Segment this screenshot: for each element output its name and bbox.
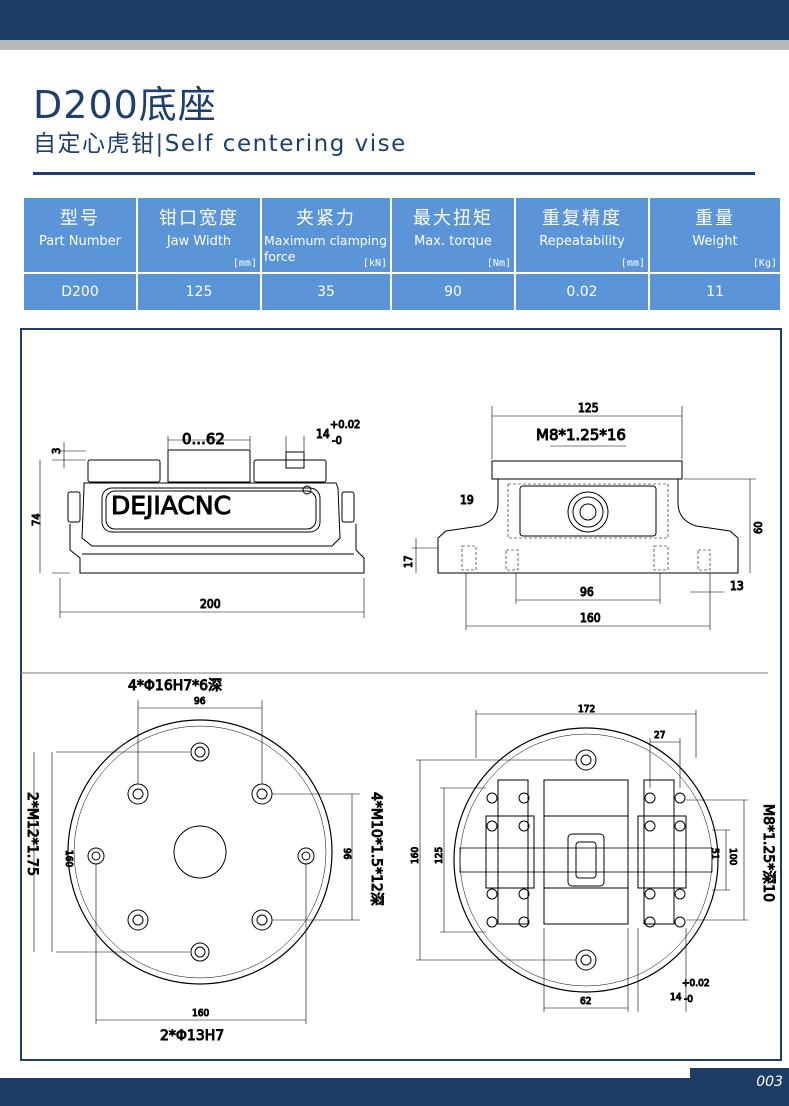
dim-height: 74 <box>30 513 43 526</box>
dim-thread: M8*1.25*深10 <box>760 804 776 902</box>
dim-tol-lower: -0 <box>332 434 342 447</box>
header-cn: 夹紧力 <box>296 208 356 229</box>
footer-tab <box>690 1068 789 1106</box>
header-en: Max. torque <box>414 234 492 249</box>
header-strip <box>0 40 789 50</box>
dim-pitch: 96 <box>580 585 594 599</box>
header-en: Jaw Width <box>166 234 232 249</box>
header-jaw-width: 钳口宽度 Jaw Width [mm] <box>136 196 262 274</box>
header-cn: 重复精度 <box>542 208 622 229</box>
dim-tol-lower: -0 <box>684 994 693 1005</box>
header-en: Maximum clamping force <box>264 233 388 264</box>
header-max-torque: 最大扭矩 Max. torque [Nm] <box>390 196 516 274</box>
page-title: D200底座 <box>33 83 217 127</box>
cell-clamping-force: 35 <box>260 272 392 312</box>
dim-jaw-range: 0...62 <box>182 430 225 448</box>
dim-length: 200 <box>200 597 221 611</box>
header-unit: [kN] <box>362 258 387 269</box>
dim-bottom: 62 <box>580 996 591 1007</box>
dim-base-width: 160 <box>580 611 601 625</box>
header-cn: 重量 <box>695 208 735 229</box>
dim-holes-right: 4*M10*1.5*12深 <box>368 792 384 906</box>
front-view: DEJIACNC 0...62 14 +0.02 -0 74 3 200 <box>30 418 365 618</box>
page-number: 003 <box>756 1074 783 1090</box>
dim-slot-width: 14 <box>316 427 330 441</box>
dim-height-inner: 125 <box>434 847 445 864</box>
dim-holes-bottom: 2*Φ13H7 <box>160 1028 224 1044</box>
header-cn: 钳口宽度 <box>159 208 239 229</box>
dim-height: 60 <box>752 521 765 534</box>
dim-thread: M8*1.25*16 <box>536 426 626 444</box>
dim-pitch-bottom: 160 <box>192 1008 209 1019</box>
title-rule <box>33 172 755 175</box>
cell-max-torque: 90 <box>390 272 516 312</box>
dim-tol-upper: +0.02 <box>682 978 710 989</box>
cell-repeatability: 0.02 <box>514 272 650 312</box>
dim-dia-inner: 160 <box>63 850 74 867</box>
side-view: 125 M8*1.25*16 19 60 17 96 160 13 <box>402 401 766 630</box>
spec-table: 型号 Part Number 钳口宽度 Jaw Width [mm] 夹紧力 M… <box>22 196 782 312</box>
header-unit: [mm] <box>620 258 645 269</box>
dim-right-outer: 100 <box>727 848 738 865</box>
dim-dia-left: 2*M12*1.75 <box>24 792 40 876</box>
drawing-frame <box>20 328 782 1061</box>
header-cn: 最大扭矩 <box>413 208 493 229</box>
dim-edge: 13 <box>730 579 744 593</box>
dim-small: 27 <box>654 730 665 741</box>
dim-pitch-top: 96 <box>194 696 206 707</box>
header-en: Repeatability <box>539 234 625 249</box>
technical-drawing: DEJIACNC 0...62 14 +0.02 -0 74 3 200 <box>20 401 777 1045</box>
header-cn: 型号 <box>60 208 100 229</box>
dim-holes-top: 4*Φ16H7*6深 <box>128 678 222 694</box>
header-en: Weight <box>692 234 738 249</box>
header-repeatability: 重复精度 Repeatability [mm] <box>514 196 650 274</box>
header-unit: [Kg] <box>752 258 777 269</box>
header-en: Part Number <box>38 234 122 249</box>
header-weight: 重量 Weight [Kg] <box>648 196 782 274</box>
cell-part-number: D200 <box>22 272 138 312</box>
header-clamping-force: 夹紧力 Maximum clamping force [kN] <box>260 196 392 274</box>
dim-height-outer: 160 <box>410 847 421 864</box>
footer-band <box>0 1078 789 1106</box>
dim-top-step: 3 <box>50 448 63 454</box>
dim-tol-upper: +0.02 <box>330 418 360 431</box>
brand-logo: DEJIACNC <box>111 491 231 520</box>
header-unit: [Nm] <box>486 258 511 269</box>
header-band <box>0 0 789 40</box>
top-view: 172 27 160 125 100 51 M8*1.25*深10 62 14 … <box>410 704 777 1012</box>
dim-slot: 19 <box>460 493 474 507</box>
dim-right-inner: 51 <box>709 848 720 859</box>
dim-width: 172 <box>578 704 595 715</box>
cell-jaw-width: 125 <box>136 272 262 312</box>
dim-slot-width: 14 <box>670 992 682 1003</box>
page-subtitle: 自定心虎钳|Self centering vise <box>33 131 407 157</box>
cell-weight: 11 <box>648 272 782 312</box>
header-unit: [mm] <box>232 258 257 269</box>
dim-pitch-side: 96 <box>341 848 352 860</box>
bottom-view: 96 4*Φ16H7*6深 2*M12*1.75 160 96 4*M10*1.… <box>24 678 385 1045</box>
dim-width-top: 125 <box>578 401 599 415</box>
header-part-number: 型号 Part Number <box>22 196 138 274</box>
dim-base-step: 17 <box>402 555 415 568</box>
